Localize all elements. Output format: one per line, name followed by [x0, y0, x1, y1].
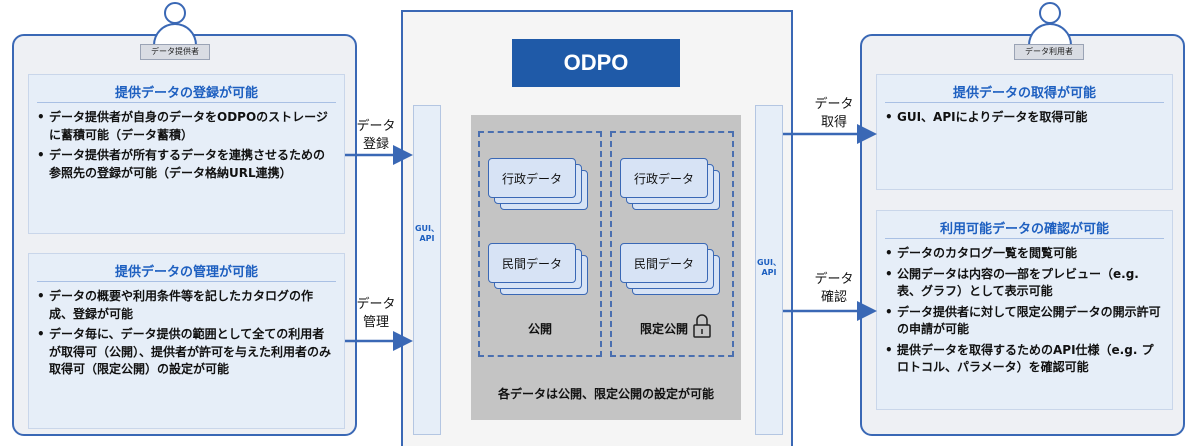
manage-arrow-label: データ 管理 — [356, 297, 396, 330]
item-label: 行政データ — [501, 172, 562, 186]
list-item: 提供データを取得するためのAPI仕様（e.g. プロトコル、パラメータ）を確認可… — [883, 342, 1164, 377]
provider-register-title: 提供データの登録が可能 — [114, 86, 258, 101]
provider-register-list: データ提供者が自身のデータをODPOのストレージに蓄積可能（データ蓄積） データ… — [35, 109, 336, 185]
list-item: データ提供者が自身のデータをODPOのストレージに蓄積可能（データ蓄積） — [35, 109, 336, 144]
user-confirm-list: データのカタログ一覧を閲覧可能 公開データは内容の一部をプレビュー（e.g. 表… — [883, 245, 1164, 380]
limited-zone — [610, 131, 734, 357]
item-label: 民間データ — [501, 257, 562, 271]
card-divider — [37, 281, 336, 282]
limited-private-data: 民間データ — [620, 243, 720, 295]
list-item: データ提供者に対して限定公開データの開示許可の申請が可能 — [883, 304, 1164, 339]
list-item: データ毎に、データ提供の範囲として全ての利用者が取得可（公開）、提供者が許可を与… — [35, 326, 336, 379]
person-body — [153, 23, 197, 47]
publication-setting-note: 各データは公開、限定公開の設定が可能 — [497, 387, 714, 401]
provider-manage-list: データの概要や利用条件等を記したカタログの作成、登録が可能 データ毎に、データ提… — [35, 288, 336, 382]
acquire-arrow-label: データ 取得 — [814, 97, 854, 130]
user-acquire-card: 提供データの取得が可能 GUI、APIによりデータを取得可能 — [876, 74, 1173, 190]
user-confirm-title: 利用可能データの確認が可能 — [939, 222, 1109, 237]
list-item: データのカタログ一覧を閲覧可能 — [883, 245, 1164, 263]
list-item: データの概要や利用条件等を記したカタログの作成、登録が可能 — [35, 288, 336, 323]
public-private-data: 民間データ — [488, 243, 588, 295]
provider-label: データ提供者 — [140, 44, 210, 60]
api-right-column: GUI、 API — [755, 105, 783, 435]
list-item: 公開データは内容の一部をプレビュー（e.g. 表、グラフ）として表示可能 — [883, 266, 1164, 301]
user-label: データ利用者 — [1014, 44, 1084, 60]
api-left-label: GUI、 API — [414, 224, 440, 243]
api-left-column: GUI、 API — [413, 105, 441, 435]
list-item: GUI、APIによりデータを取得可能 — [883, 109, 1164, 127]
confirm-arrow-label: データ 確認 — [814, 272, 854, 305]
item-label: 行政データ — [633, 172, 694, 186]
public-gov-data: 行政データ — [488, 158, 588, 210]
limited-gov-data: 行政データ — [620, 158, 720, 210]
register-arrow-label: データ 登録 — [356, 119, 396, 152]
user-acquire-list: GUI、APIによりデータを取得可能 — [883, 109, 1164, 130]
card-divider — [885, 238, 1164, 239]
user-acquire-title: 提供データの取得が可能 — [952, 86, 1096, 101]
card-divider — [885, 102, 1164, 103]
list-item: データ提供者が所有するデータを連携させるための参照先の登録が可能（データ格納UR… — [35, 147, 336, 182]
api-right-label: GUI、 API — [756, 258, 782, 277]
provider-manage-title: 提供データの管理が可能 — [114, 265, 258, 280]
provider-manage-card: 提供データの管理が可能 データの概要や利用条件等を記したカタログの作成、登録が可… — [28, 253, 345, 429]
user-confirm-card: 利用可能データの確認が可能 データのカタログ一覧を閲覧可能 公開データは内容の一… — [876, 210, 1173, 410]
card-divider — [37, 102, 336, 103]
public-zone-label: 公開 — [527, 322, 552, 336]
limited-zone-label: 限定公開 — [639, 322, 688, 336]
public-zone — [478, 131, 602, 357]
provider-register-card: 提供データの登録が可能 データ提供者が自身のデータをODPOのストレージに蓄積可… — [28, 74, 345, 234]
user-person-icon — [1022, 2, 1078, 47]
item-label: 民間データ — [633, 257, 694, 271]
odpo-title: ODPO — [512, 39, 680, 87]
provider-person-icon — [147, 2, 203, 47]
